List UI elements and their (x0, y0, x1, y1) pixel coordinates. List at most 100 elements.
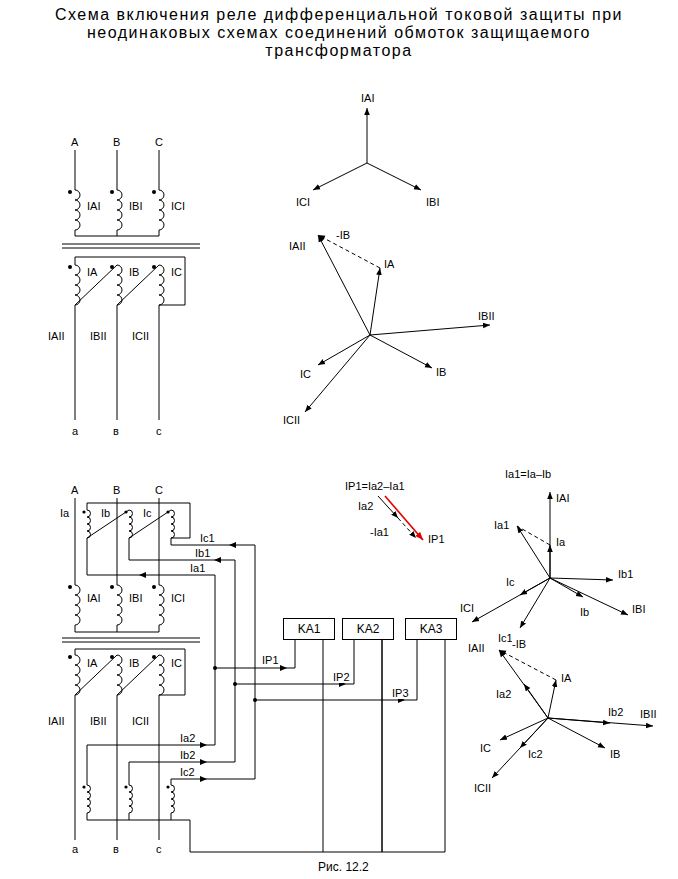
bottom-transformer (171, 538, 255, 785)
signal-label: IAI (87, 592, 100, 604)
right-phasor-diagram (548, 718, 605, 748)
signal-label: IC (480, 742, 491, 754)
polarity-dot (82, 785, 85, 788)
relay-wire (323, 640, 382, 852)
signal-label: Ib2 (608, 706, 623, 718)
bottom-transformer (129, 510, 133, 538)
polarity-dot (166, 785, 169, 788)
current-arrow (253, 698, 257, 702)
top-phasor-diagram (318, 335, 370, 365)
right-phasor-diagram (499, 650, 556, 680)
top-transformer (62, 150, 200, 420)
signal-label: ICI (296, 196, 310, 208)
signal-label: Ia2 (358, 500, 373, 512)
signal-label: IP1 (428, 533, 445, 545)
signal-label: Ia2 (496, 688, 511, 700)
polarity-dot (110, 190, 114, 194)
signal-label: IB (129, 266, 139, 278)
signal-label: ICII (132, 715, 149, 727)
signal-label: IP3 (392, 687, 409, 699)
signal-label: IC (171, 266, 182, 278)
right-phasor-diagram (517, 526, 550, 578)
top-transformer (75, 150, 159, 190)
bottom-transformer (129, 785, 133, 813)
top-transformer (75, 305, 159, 420)
signal-label: a (72, 843, 78, 855)
signal-label: IBI (129, 592, 142, 604)
signal-label: в (113, 425, 119, 437)
right-phasor-diagram (520, 578, 550, 628)
right-phasor-diagram (520, 718, 548, 748)
bottom-transformer (75, 498, 159, 585)
polarity-dot (82, 510, 85, 513)
signal-label: IBII (478, 310, 495, 322)
current-arrow (200, 776, 207, 782)
signal-label: -IB (512, 638, 526, 650)
signal-label: ICII (132, 330, 149, 342)
bottom-transformer (117, 585, 122, 625)
right-phasor-diagram (550, 545, 551, 578)
right-phasor-diagram (548, 680, 556, 718)
bottom-transformer (75, 695, 159, 840)
top-phasor-diagram (305, 335, 370, 412)
signal-label: IBI (129, 200, 142, 212)
current-arrow (213, 666, 217, 670)
bottom-transformer (159, 585, 164, 625)
signal-label: ICII (283, 414, 300, 426)
signal-label: Ia1=Ia–Ib (505, 468, 551, 480)
bottom-transformer (87, 510, 91, 538)
bottom-transformer (62, 638, 200, 642)
signal-label: IP1 (262, 654, 279, 666)
signal-label: IBI (426, 196, 439, 208)
top-transformer (159, 265, 164, 305)
polarity-dot (68, 190, 170, 789)
right-phasor-diagram (500, 718, 548, 740)
signal-label: IAI (87, 200, 100, 212)
right-phasor-diagram (472, 492, 653, 778)
current-arrow (233, 682, 237, 686)
relay-wire (382, 640, 445, 852)
polarity-dot (68, 190, 72, 194)
bottom-transformer (62, 498, 417, 852)
signal-label: IA (384, 258, 394, 270)
signal-label: IC (300, 368, 311, 380)
relay-box: KA3 (405, 618, 457, 640)
signal-label: ICI (171, 592, 185, 604)
signal-label: Ic1 (200, 532, 215, 544)
right-phasor-diagram (524, 684, 548, 718)
polarity-dot (68, 265, 72, 269)
right-phasor-diagram (499, 650, 548, 718)
signal-label: a (72, 425, 78, 437)
bottom-transformer (87, 538, 215, 785)
bottom-transformer (159, 655, 164, 695)
polarity-dot (152, 190, 156, 194)
polarity-dot (124, 785, 127, 788)
signal-label: IA (561, 672, 571, 684)
current-arrow (200, 759, 207, 765)
bottom-transformer (75, 625, 159, 632)
signal-label: Ib (580, 606, 589, 618)
signal-label: IBII (90, 715, 107, 727)
signal-label: Ic2 (180, 766, 195, 778)
top-transformer (117, 265, 122, 305)
current-arrow (280, 665, 287, 671)
signal-label: A (71, 484, 78, 496)
right-phasor-diagram (492, 718, 548, 778)
signal-label: B (113, 136, 120, 148)
right-phasor-diagram (550, 578, 613, 580)
bottom-transformer (87, 813, 323, 852)
polarity-dot (152, 585, 156, 589)
signal-label: -Ia1 (370, 526, 389, 538)
signal-label: IAII (468, 642, 485, 654)
signal-label: IA (87, 266, 97, 278)
right-phasor-diagram (548, 718, 610, 723)
top-transformer (75, 265, 80, 305)
signal-label: IAI (361, 92, 374, 104)
signal-label: в (113, 843, 119, 855)
top-phasor-diagram (367, 108, 368, 163)
current-arrow (139, 542, 405, 782)
current-arrow (214, 557, 221, 563)
bottom-transformer (75, 585, 80, 625)
